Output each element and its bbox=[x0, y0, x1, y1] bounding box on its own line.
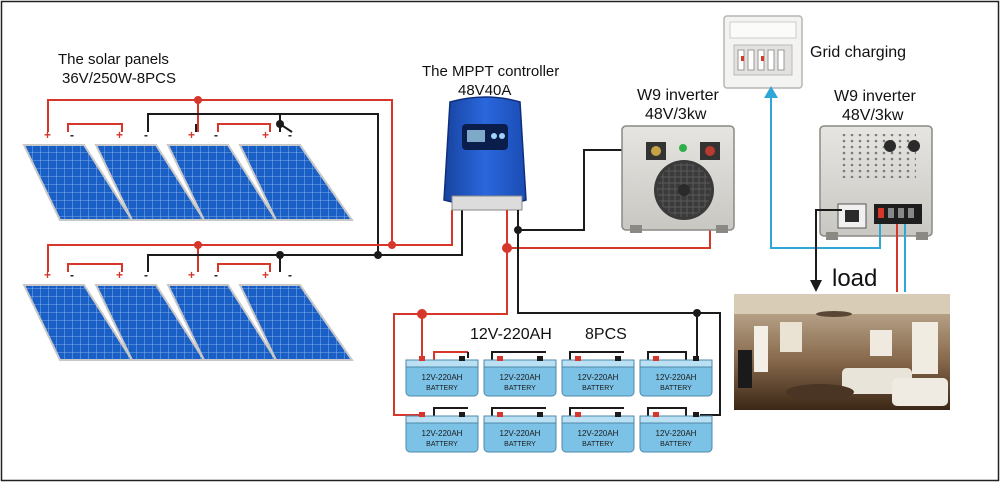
ctrl-battery-negative bbox=[517, 149, 632, 231]
positive-terminal-sign: + bbox=[262, 128, 270, 142]
battery: 12V-220AH BATTERY bbox=[561, 412, 635, 453]
battery-rating-text: 12V-220AH bbox=[578, 429, 619, 438]
battery-rating-text: 12V-220AH bbox=[500, 373, 541, 382]
solar-array-top bbox=[22, 144, 354, 221]
load-label: load bbox=[832, 265, 878, 292]
mppt-controller bbox=[443, 96, 527, 211]
load-feed-wire bbox=[815, 209, 842, 284]
battery-rating-text: 12V-220AH bbox=[422, 429, 463, 438]
battery: 12V-220AH BATTERY bbox=[639, 356, 713, 397]
battery-type-text: BATTERY bbox=[660, 385, 692, 392]
battery-negative-main bbox=[517, 230, 721, 416]
battery-type-text: BATTERY bbox=[660, 441, 692, 448]
load-room-photo bbox=[734, 294, 950, 410]
battery-type-text: BATTERY bbox=[426, 441, 458, 448]
negative-terminal-sign: - bbox=[288, 268, 292, 282]
positive-terminal-sign: + bbox=[188, 268, 196, 282]
solar-panels-spec: 36V/250W-8PCS bbox=[62, 70, 176, 87]
wire-junctions bbox=[194, 96, 396, 259]
inverter-left-spec: 48V/3kw bbox=[645, 106, 707, 123]
battery-type-text: BATTERY bbox=[426, 385, 458, 392]
pv-negative-wire bbox=[378, 210, 463, 256]
grid-arrow bbox=[764, 86, 778, 98]
battery-type-text: BATTERY bbox=[504, 441, 536, 448]
battery-type-text: BATTERY bbox=[504, 385, 536, 392]
negative-terminal-sign: - bbox=[144, 268, 148, 282]
battery: 12V-220AH BATTERY bbox=[405, 412, 479, 453]
battery-bank-label: 12V-220AH bbox=[470, 326, 552, 343]
controller-spec: 48V40A bbox=[458, 82, 512, 99]
load-arrow bbox=[810, 280, 822, 292]
battery-rating-text: 12V-220AH bbox=[656, 373, 697, 382]
solar-panels-title: The solar panels bbox=[58, 51, 169, 68]
panel-wiring-top bbox=[47, 99, 393, 255]
negative-terminal-sign: - bbox=[214, 128, 218, 142]
solar-array-bottom bbox=[22, 284, 354, 361]
positive-terminal-sign: + bbox=[116, 128, 124, 142]
battery: 12V-220AH BATTERY bbox=[561, 356, 635, 397]
battery: 12V-220AH BATTERY bbox=[405, 356, 479, 397]
inverter-left bbox=[621, 125, 735, 233]
negative-terminal-sign: - bbox=[288, 128, 292, 142]
battery: 12V-220AH BATTERY bbox=[483, 356, 557, 397]
negative-terminal-sign: - bbox=[144, 128, 148, 142]
battery-rating-text: 12V-220AH bbox=[422, 373, 463, 382]
negative-terminal-sign: - bbox=[70, 268, 74, 282]
solar-panel bbox=[238, 284, 354, 361]
battery-rating-text: 12V-220AH bbox=[500, 429, 541, 438]
grid-charging-label: Grid charging bbox=[810, 44, 907, 61]
grid-distribution-box bbox=[723, 15, 803, 89]
positive-terminal-sign: + bbox=[262, 268, 270, 282]
battery-positive-main bbox=[393, 248, 508, 416]
inverter-right-spec: 48V/3kw bbox=[842, 107, 904, 124]
inverter-right-title: W9 inverter bbox=[834, 88, 916, 105]
battery-bank-count: 8PCS bbox=[585, 326, 627, 343]
solar-panel bbox=[238, 144, 354, 221]
battery: 12V-220AH BATTERY bbox=[483, 412, 557, 453]
controller-title: The MPPT controller bbox=[422, 63, 560, 80]
battery: 12V-220AH BATTERY bbox=[639, 412, 713, 453]
battery-type-text: BATTERY bbox=[582, 441, 614, 448]
inverter-right bbox=[819, 125, 933, 240]
pv-positive-wire bbox=[392, 210, 453, 246]
panel-wiring-bottom bbox=[47, 244, 392, 272]
positive-terminal-sign: + bbox=[44, 128, 52, 142]
grid-ac-wire bbox=[770, 92, 881, 249]
battery-type-text: BATTERY bbox=[582, 385, 614, 392]
negative-terminal-sign: - bbox=[70, 128, 74, 142]
positive-terminal-sign: + bbox=[188, 128, 196, 142]
battery-rating-text: 12V-220AH bbox=[656, 429, 697, 438]
positive-terminal-sign: + bbox=[116, 268, 124, 282]
positive-terminal-sign: + bbox=[44, 268, 52, 282]
battery-wiring bbox=[433, 351, 687, 416]
inverter-left-title: W9 inverter bbox=[637, 87, 719, 104]
negative-terminal-sign: - bbox=[214, 268, 218, 282]
battery-rating-text: 12V-220AH bbox=[578, 373, 619, 382]
